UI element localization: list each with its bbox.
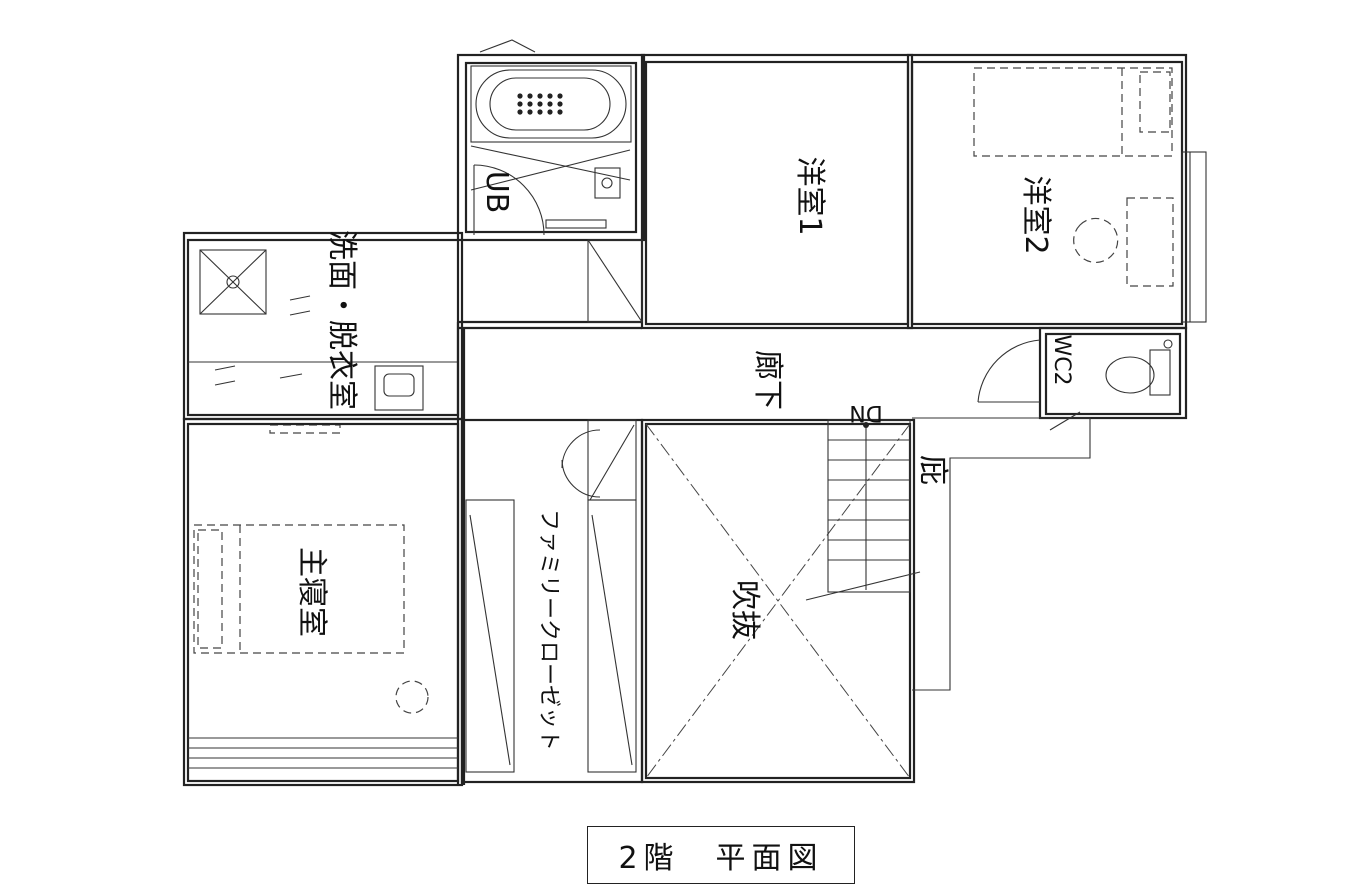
- wc-block: [977, 326, 1188, 420]
- western-room-1: [640, 53, 914, 330]
- stairs: [805, 419, 921, 601]
- label-bath: UB: [479, 171, 514, 214]
- label-family-closet: ファミリークローゼット: [536, 509, 561, 751]
- eaves-block: [912, 411, 1091, 691]
- label-wc: WC2: [1049, 334, 1074, 385]
- atrium-block: [640, 418, 916, 784]
- western-room-2: [906, 53, 1207, 330]
- bath-block: [456, 39, 646, 242]
- label-eaves: 庇: [915, 455, 950, 485]
- family-closet-block: [460, 418, 644, 784]
- washroom-block: [182, 231, 464, 434]
- label-western-room-1: 洋室1: [792, 156, 827, 235]
- label-washroom: 洗面・脱衣室: [324, 230, 359, 410]
- label-master-bedroom: 主寝室: [294, 547, 329, 637]
- label-down-mark: DN: [849, 400, 882, 425]
- drawing-title: 2階 平面図: [587, 826, 855, 884]
- label-atrium: 吹抜: [727, 580, 762, 640]
- tub-drain-dots: [517, 93, 563, 115]
- label-corridor: 廊下: [750, 350, 785, 410]
- label-western-room-2: 洋室2: [1018, 175, 1053, 254]
